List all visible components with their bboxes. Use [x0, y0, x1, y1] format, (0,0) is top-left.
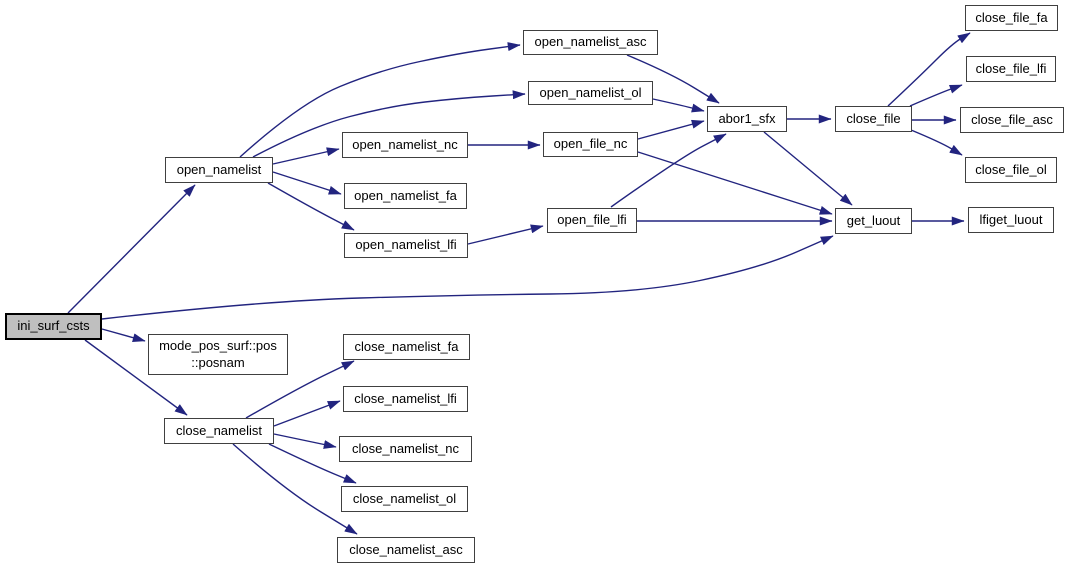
node-get_luout[interactable]: get_luout — [835, 208, 912, 234]
node-close_file_lfi[interactable]: close_file_lfi — [966, 56, 1056, 82]
edge-open_file_lfi-abor1_sfx — [610, 133, 727, 208]
node-open_file_nc[interactable]: open_file_nc — [543, 132, 638, 157]
node-close_file[interactable]: close_file — [835, 106, 912, 132]
edge-open_namelist-open_namelist_ol — [252, 90, 526, 158]
node-close_namelist_asc[interactable]: close_namelist_asc — [337, 537, 475, 563]
node-open_namelist_asc[interactable]: open_namelist_asc — [523, 30, 658, 55]
edge-close_namelist-close_namelist_fa — [245, 360, 355, 419]
node-close_namelist_lfi[interactable]: close_namelist_lfi — [343, 386, 468, 412]
edge-close_namelist-close_namelist_lfi — [273, 400, 341, 427]
node-close_file_ol[interactable]: close_file_ol — [965, 157, 1057, 183]
edge-close_file-close_file_fa — [887, 32, 971, 107]
edge-open_namelist_ol-abor1_sfx — [652, 98, 705, 113]
edge-ini_surf_csts-get_luout — [101, 235, 834, 320]
node-ini_surf_csts[interactable]: ini_surf_csts — [5, 313, 102, 340]
edge-ini_surf_csts-close_namelist — [84, 339, 188, 416]
edge-ini_surf_csts-open_namelist — [67, 184, 196, 314]
edge-close_namelist-close_namelist_asc — [232, 443, 358, 535]
edge-ini_surf_csts-mode_pos_posnam — [101, 328, 146, 343]
node-open_namelist[interactable]: open_namelist — [165, 157, 273, 183]
node-open_namelist_nc[interactable]: open_namelist_nc — [342, 132, 468, 158]
node-close_namelist_fa[interactable]: close_namelist_fa — [343, 334, 470, 360]
edge-open_namelist-open_namelist_lfi — [267, 182, 355, 231]
node-close_namelist[interactable]: close_namelist — [164, 418, 274, 444]
node-close_file_asc[interactable]: close_file_asc — [960, 107, 1064, 133]
node-open_namelist_ol[interactable]: open_namelist_ol — [528, 81, 653, 105]
edge-close_namelist-close_namelist_nc — [273, 433, 337, 449]
edge-open_namelist-open_namelist_asc — [239, 42, 521, 158]
edge-open_namelist-open_namelist_fa — [272, 171, 342, 195]
edge-close_namelist-close_namelist_ol — [268, 443, 357, 484]
edge-open_namelist-open_namelist_nc — [272, 147, 340, 165]
edge-open_file_nc-abor1_sfx — [637, 119, 705, 140]
edge-open_namelist_lfi-open_file_lfi — [467, 224, 544, 245]
edge-open_file_nc-get_luout — [637, 151, 833, 215]
node-open_namelist_lfi[interactable]: open_namelist_lfi — [344, 233, 468, 258]
node-mode_pos_posnam[interactable]: mode_pos_surf::pos ::posnam — [148, 334, 288, 375]
node-open_file_lfi[interactable]: open_file_lfi — [547, 208, 637, 233]
edge-open_namelist_asc-abor1_sfx — [626, 54, 720, 104]
edge-close_file-close_file_lfi — [909, 84, 963, 107]
node-open_namelist_fa[interactable]: open_namelist_fa — [344, 183, 467, 209]
node-close_namelist_ol[interactable]: close_namelist_ol — [341, 486, 468, 512]
edge-close_file-close_file_ol — [910, 129, 963, 156]
node-abor1_sfx[interactable]: abor1_sfx — [707, 106, 787, 132]
edge-abor1_sfx-get_luout — [763, 131, 853, 206]
node-close_file_fa[interactable]: close_file_fa — [965, 5, 1058, 31]
node-lfiget_luout[interactable]: lfiget_luout — [968, 207, 1054, 233]
node-close_namelist_nc[interactable]: close_namelist_nc — [339, 436, 472, 462]
